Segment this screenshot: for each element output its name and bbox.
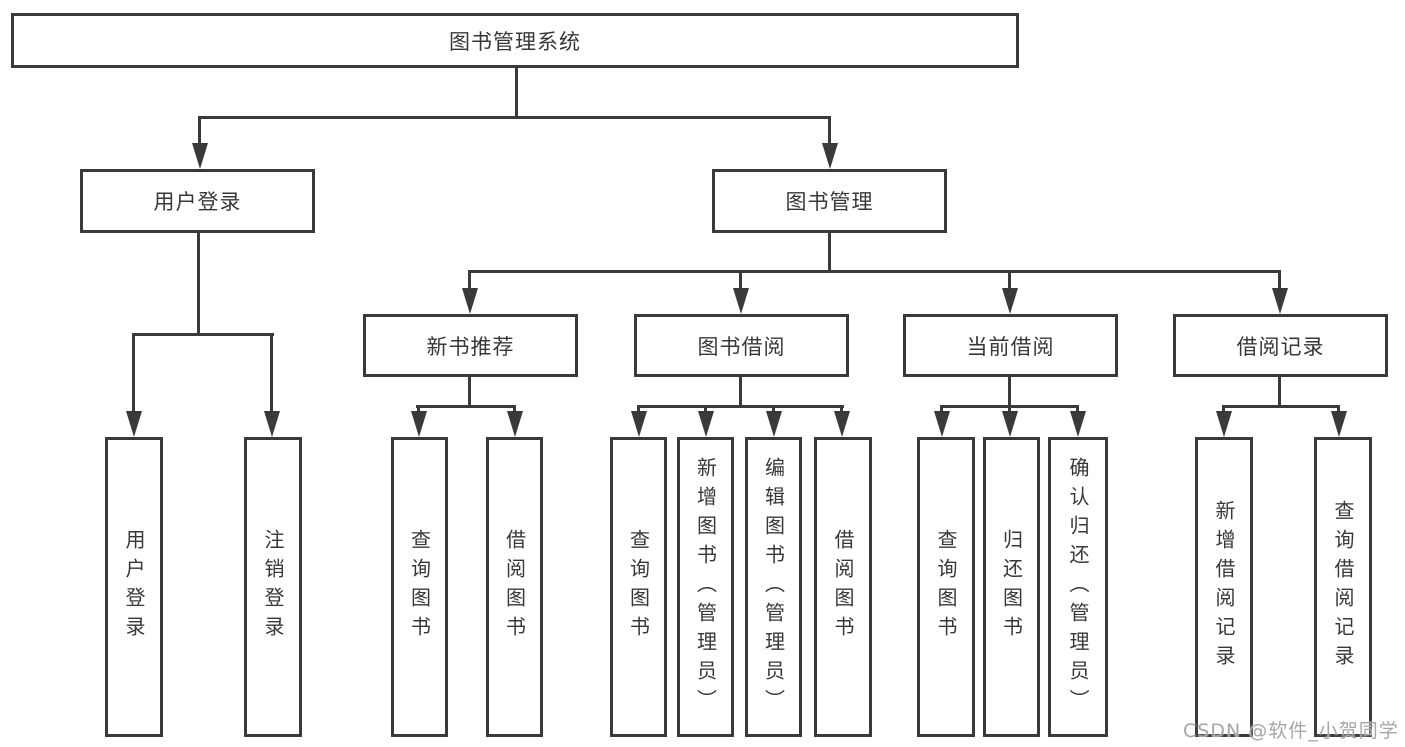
node-borrowing-records: 借阅记录 [1173,314,1388,377]
leaf-label: 新增借阅记录 [1212,500,1236,674]
connector-arrow-shaft [417,405,420,414]
leaf-borrow-books-recommend: 借阅图书 [486,437,543,737]
leaf-user-login: 用户登录 [105,437,163,737]
connector-stem [1278,377,1281,407]
connector-arrow-shaft [940,405,943,414]
node-book-management: 图书管理 [712,169,947,233]
connector-arrow-shaft [198,116,201,146]
node-user-login: 用户登录 [80,169,315,233]
leaf-label: 借阅图书 [502,529,527,645]
leaf-label: 查询图书 [626,529,651,645]
node-book-borrowing: 图书借阅 [634,314,849,377]
connector-hline [637,405,844,408]
connector-arrow-shaft [1008,270,1011,290]
connector-root-stem [515,68,518,118]
connector-userlogin-stem [197,233,200,335]
arrow-down-icon [733,288,749,314]
connector-arrow-shaft [1008,405,1011,414]
leaf-label: 确认归还（管理员） [1066,456,1090,718]
connector-hline [416,405,516,408]
connector-arrow-shaft [1222,405,1225,414]
arrow-down-icon [822,143,838,169]
arrow-down-icon [1331,411,1347,437]
connector-arrow-shaft [704,405,707,414]
leaf-logout: 注销登录 [244,437,302,737]
connector-arrow-shaft [1278,270,1281,290]
arrow-down-icon [1070,411,1086,437]
leaf-label: 借阅图书 [831,529,855,645]
node-new-book-recommend: 新书推荐 [363,314,578,377]
leaf-query-books-current: 查询图书 [917,437,975,737]
connector-level3-hline [468,270,1281,273]
connector-arrow-shaft [828,116,831,146]
arrow-down-icon [126,411,142,437]
connector-root-hline [198,116,831,119]
connector-arrow-shaft [468,270,471,290]
arrow-down-icon [766,411,782,437]
connector-userlogin-hline [132,333,274,336]
arrow-down-icon [411,411,427,437]
connector-bookmgmt-stem [828,233,831,272]
leaf-label: 编辑图书（管理员） [761,456,786,718]
arrow-down-icon [834,411,850,437]
leaf-label: 注销登录 [261,529,285,645]
arrow-down-icon [631,411,647,437]
node-library-management-system: 图书管理系统 [11,13,1019,68]
arrow-down-icon [264,411,280,437]
arrow-down-icon [1272,288,1288,314]
connector-stem [468,377,471,407]
leaf-query-books-recommend: 查询图书 [391,437,448,737]
connector-arrow-shaft [1337,405,1340,414]
arrow-down-icon [1002,411,1018,437]
connector-stem [1008,377,1011,407]
leaf-label: 查询借阅记录 [1331,500,1355,674]
connector-arrow-shaft [840,405,843,414]
leaf-confirm-return-admin: 确认归还（管理员） [1048,437,1108,737]
leaf-add-borrow-record: 新增借阅记录 [1195,437,1253,737]
leaf-label: 查询图书 [407,529,432,645]
arrow-down-icon [192,143,208,169]
arrow-down-icon [507,411,523,437]
leaf-label: 新增图书（管理员） [693,456,718,718]
connector-arrow-shaft [132,333,135,412]
leaf-label: 归还图书 [999,529,1024,645]
arrow-down-icon [462,288,478,314]
connector-arrow-shaft [772,405,775,414]
leaf-edit-book-admin: 编辑图书（管理员） [745,437,802,737]
leaf-label: 用户登录 [122,529,146,645]
connector-arrow-shaft [637,405,640,414]
connector-hline [1222,405,1340,408]
connector-stem [739,377,742,407]
connector-arrow-shaft [513,405,516,414]
leaf-label: 查询图书 [934,529,958,645]
leaf-add-book-admin: 新增图书（管理员） [677,437,734,737]
leaf-query-borrow-record: 查询借阅记录 [1314,437,1372,737]
connector-arrow-shaft [1076,405,1079,414]
arrow-down-icon [1216,411,1232,437]
arrow-down-icon [1002,288,1018,314]
arrow-down-icon [698,411,714,437]
arrow-down-icon [934,411,950,437]
leaf-return-books: 归还图书 [983,437,1040,737]
connector-arrow-shaft [739,270,742,290]
leaf-borrow-books: 借阅图书 [814,437,872,737]
leaf-query-books-borrowing: 查询图书 [610,437,667,737]
connector-arrow-shaft [270,333,273,412]
csdn-watermark: CSDN @软件_小贺同学 [1183,720,1399,742]
node-current-borrowing: 当前借阅 [903,314,1118,377]
